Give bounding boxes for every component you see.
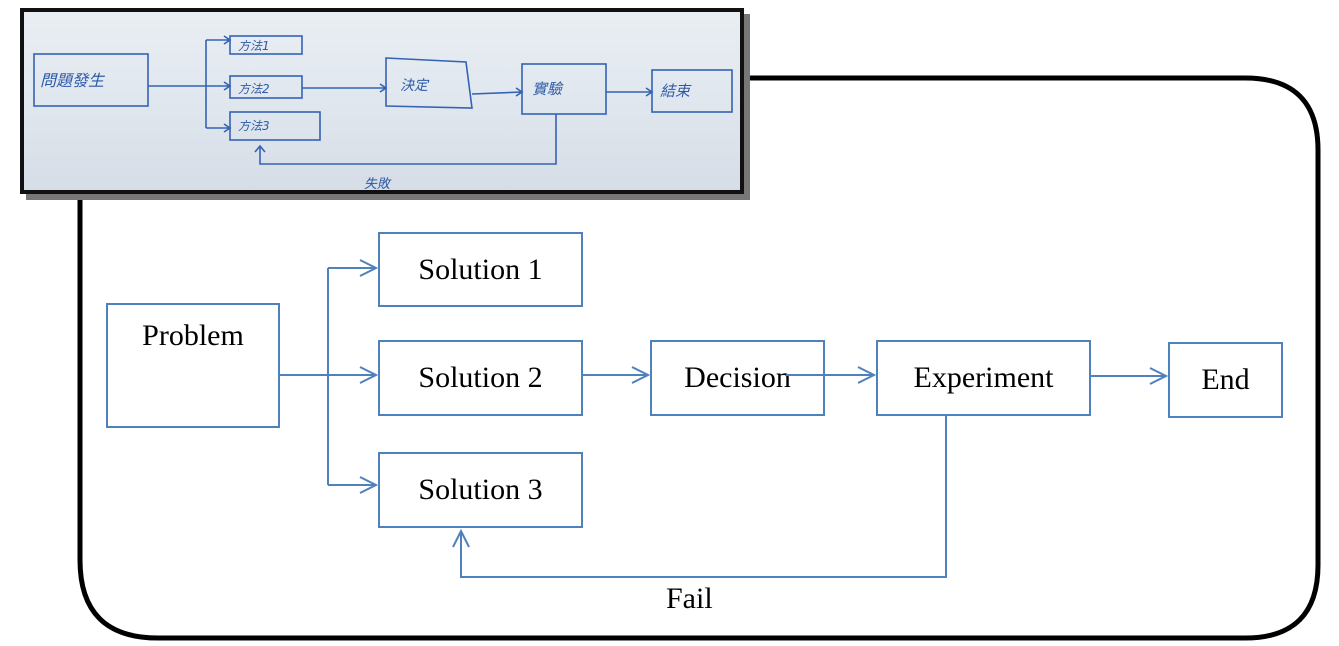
fail-loop-arrow bbox=[461, 414, 947, 578]
solution3-label: Solution 3 bbox=[418, 473, 543, 506]
handwritten-sketch-photo: 問題發生 方法1 方法2 方法3 決定 實驗 結束 失敗 bbox=[20, 8, 744, 194]
experiment-box: Experiment bbox=[876, 340, 1091, 416]
photo-solution2-text: 方法2 bbox=[238, 82, 270, 96]
fail-label: Fail bbox=[666, 582, 713, 615]
solution1-box: Solution 1 bbox=[378, 232, 583, 307]
solution2-label: Solution 2 bbox=[418, 361, 543, 394]
photo-fail-text: 失敗 bbox=[364, 177, 392, 190]
solution3-box: Solution 3 bbox=[378, 452, 583, 528]
photo-solution3-text: 方法3 bbox=[238, 119, 270, 133]
photo-problem-text: 問題發生 bbox=[40, 71, 106, 90]
problem-label: Problem bbox=[142, 319, 244, 352]
problem-box: Problem bbox=[106, 303, 280, 428]
decision-box: Decision bbox=[650, 340, 825, 416]
end-box: End bbox=[1168, 342, 1283, 418]
photo-decision-text: 決定 bbox=[400, 78, 430, 94]
photo-end-text: 結束 bbox=[660, 82, 692, 100]
experiment-label: Experiment bbox=[913, 361, 1054, 394]
end-label: End bbox=[1201, 363, 1250, 396]
solution2-box: Solution 2 bbox=[378, 340, 583, 416]
photo-solution1-text: 方法1 bbox=[238, 39, 270, 53]
decision-label: Decision bbox=[684, 361, 791, 394]
photo-experiment-text: 實驗 bbox=[532, 80, 564, 98]
solution1-label: Solution 1 bbox=[418, 252, 543, 286]
